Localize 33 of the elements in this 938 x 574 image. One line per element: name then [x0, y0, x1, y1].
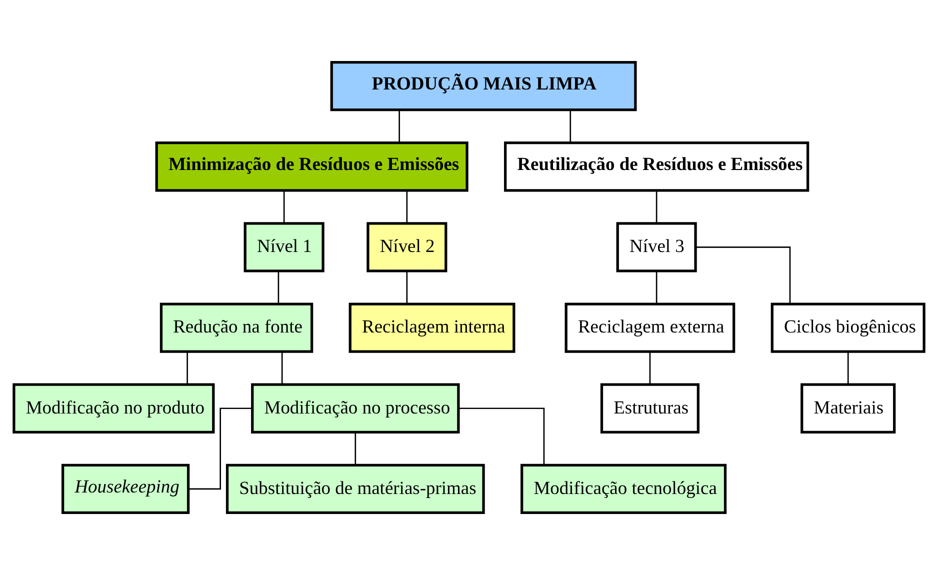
connector	[283, 190, 285, 223]
connector	[278, 270, 280, 304]
node-box: Reutilização de Resíduos e Emissões	[504, 141, 810, 192]
connector	[281, 351, 283, 384]
node-box: Estruturas	[600, 382, 700, 433]
node-box: Substituição de matérias-primas	[226, 463, 485, 514]
node-box: Modificação no produto	[12, 382, 215, 433]
node-box: Reciclagem externa	[564, 302, 736, 352]
connector	[188, 407, 252, 490]
node-box: Nível 1	[244, 222, 324, 272]
connector	[406, 190, 408, 223]
node-box: Housekeeping	[62, 463, 190, 514]
connector	[186, 351, 188, 384]
node-box: Ciclos biogênicos	[770, 302, 926, 352]
node-box: Nível 3	[616, 222, 697, 272]
node-box: Nível 2	[366, 222, 448, 272]
connector	[570, 110, 572, 142]
connector	[458, 407, 545, 464]
node-box: PRODUÇÃO MAIS LIMPA	[330, 60, 637, 111]
connector	[649, 351, 651, 384]
connector	[847, 351, 849, 384]
connector	[656, 270, 658, 304]
connector	[406, 270, 408, 304]
connector	[696, 246, 791, 304]
node-box: Materiais	[800, 382, 896, 433]
node-box: Minimização de Resíduos e Emissões	[155, 141, 468, 192]
connector	[398, 110, 400, 142]
node-box: Reciclagem interna	[348, 302, 516, 352]
connector	[354, 432, 356, 464]
node-box: Modificação tecnológica	[520, 463, 727, 514]
node-box: Redução na fonte	[160, 302, 314, 352]
connector	[656, 190, 658, 223]
node-box: Modificação no processo	[251, 382, 460, 433]
